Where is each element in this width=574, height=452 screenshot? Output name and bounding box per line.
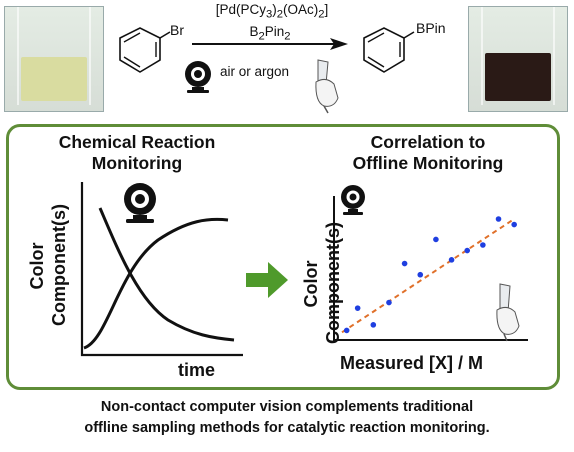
webcam-icon xyxy=(341,185,365,215)
right-xlabel: Measured [X] / M xyxy=(340,353,484,373)
correlation-scatter-plot xyxy=(333,196,528,341)
right-title-line2: Offline Monitoring xyxy=(352,153,504,173)
pipette-hand-icon xyxy=(315,59,339,114)
left-ylabel: Color Component(s) xyxy=(27,204,69,326)
bpin-label: BPin xyxy=(416,20,446,36)
scatter-point-6 xyxy=(417,271,424,278)
scatter-point-5 xyxy=(401,260,408,267)
scatter-point-8 xyxy=(448,257,455,263)
pipette-hand-icon xyxy=(496,283,520,342)
left-title-line2: Monitoring xyxy=(91,153,183,173)
webcam-icon xyxy=(185,61,211,93)
phenylboronate-structure xyxy=(363,27,415,73)
scatter-point-10 xyxy=(480,242,486,248)
left-title-line1: Chemical Reaction xyxy=(58,132,216,152)
scatter-point-7 xyxy=(433,236,439,243)
scatter-point-3 xyxy=(370,322,377,328)
vial-end-photo xyxy=(468,6,568,112)
bromo-label: Br xyxy=(170,22,184,38)
scatter-point-2 xyxy=(354,305,361,311)
trendline xyxy=(341,218,515,334)
condition-label: air or argon xyxy=(220,64,290,79)
scatter-point-4 xyxy=(386,299,392,306)
webcam-icon xyxy=(124,183,156,223)
reagent-label: B2Pin2 xyxy=(249,24,291,43)
bromobenzene-structure xyxy=(119,27,171,73)
left-xlabel: time xyxy=(178,360,216,380)
reaction-arrow xyxy=(192,38,348,50)
green-arrow-icon xyxy=(246,262,288,298)
right-title-line1: Correlation to xyxy=(370,132,486,152)
scatter-point-12 xyxy=(511,221,517,228)
monitoring-panel xyxy=(6,124,560,390)
scatter-point-1 xyxy=(343,327,350,334)
scatter-point-11 xyxy=(495,216,502,222)
kinetics-plot xyxy=(80,182,243,357)
figure-caption: Non-contact computer vision complements … xyxy=(84,399,490,436)
catalyst-label: [Pd(PCy3)2(OAc)2] xyxy=(215,2,329,21)
vial-start-photo xyxy=(4,6,104,112)
scatter-point-9 xyxy=(464,247,471,254)
